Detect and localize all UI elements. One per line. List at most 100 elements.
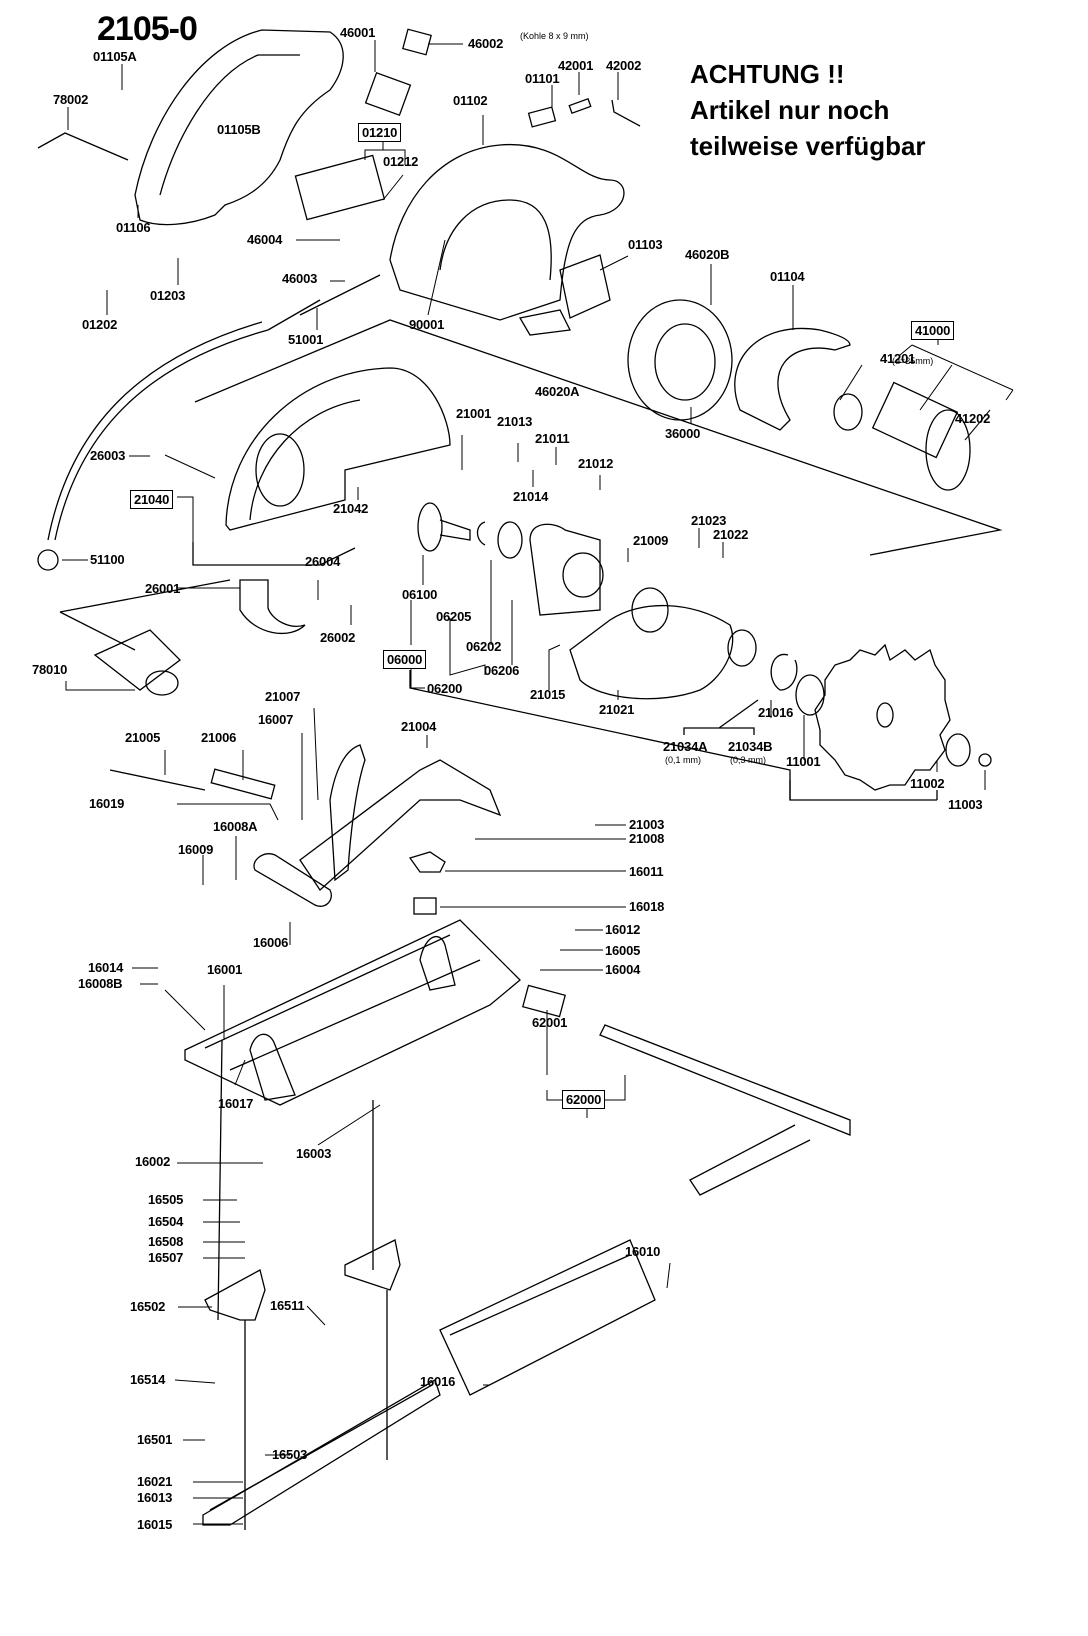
switch-drawing <box>364 71 412 117</box>
part-label-16012: 16012 <box>605 922 641 937</box>
part-label-21012: 21012 <box>578 456 614 471</box>
part-label-06100: 06100 <box>402 587 438 602</box>
link-arm-16006-drawing <box>253 853 332 907</box>
gear-flange-drawing <box>529 523 601 616</box>
part-label-16507: 16507 <box>148 1250 184 1265</box>
warning-line-1: ACHTUNG !! <box>690 59 845 89</box>
bracket-drawing <box>518 254 611 336</box>
part-label-51001: 51001 <box>288 332 324 347</box>
part-label-16018: 16018 <box>629 899 665 914</box>
part-label-51100: 51100 <box>90 552 125 567</box>
leader-21040 <box>177 496 194 542</box>
rail-support-line-left <box>217 1039 223 1321</box>
part-label-16005: 16005 <box>605 943 641 958</box>
part-label-21016: 21016 <box>758 705 794 720</box>
part-label-01102: 01102 <box>453 93 488 108</box>
leader-21015 <box>548 644 561 690</box>
stator-drawing <box>627 299 733 421</box>
gear-flange-hub-drawing <box>562 552 604 598</box>
part-label-21034A: 21034A <box>663 739 708 754</box>
leader-16003 <box>317 1104 381 1146</box>
guide-rail-inner-drawing <box>209 1384 433 1511</box>
leader-78010 <box>65 681 135 691</box>
part-label-16017: 16017 <box>218 1096 254 1111</box>
blade-guard-drawing <box>225 367 451 531</box>
part-label-21007: 21007 <box>265 689 301 704</box>
blade-arbor-hole-drawing <box>876 702 894 728</box>
part-label-16514: 16514 <box>130 1372 166 1387</box>
guide-rail-drawing <box>202 1379 441 1526</box>
part-label-01212: 01212 <box>383 154 419 169</box>
part-label-01106: 01106 <box>116 220 151 235</box>
part-label-26002: 26002 <box>320 630 356 645</box>
spacer-ring-drawing <box>727 629 757 667</box>
part-label-16508: 16508 <box>148 1234 184 1249</box>
part-label-16503: 16503 <box>272 1447 308 1462</box>
fence-slider-drawing <box>522 984 566 1018</box>
part-label-16013: 16013 <box>137 1490 173 1505</box>
part-label-16504: 16504 <box>148 1214 184 1229</box>
warning-line-3: teilweise verfügbar <box>690 131 926 161</box>
part-label-21015: 21015 <box>530 687 566 702</box>
armature-commutator-drawing <box>833 393 863 431</box>
depth-quadrant-drawing <box>329 744 366 882</box>
part-label-16019: 16019 <box>89 796 125 811</box>
part-label-16002: 16002 <box>135 1154 171 1169</box>
part-label-06202: 06202 <box>466 639 502 654</box>
part-label-16016: 16016 <box>420 1374 456 1389</box>
note-0-1mm: (0,1 mm) <box>665 755 701 765</box>
swing-arm-drawing <box>299 759 502 891</box>
bearing-drawing <box>497 521 523 559</box>
leader-41000 <box>899 335 1014 411</box>
part-label-11002: 11002 <box>910 776 945 791</box>
part-label-26001: 26001 <box>145 581 181 596</box>
gear-drawing <box>417 502 443 552</box>
part-label-16006: 16006 <box>253 935 289 950</box>
part-label-01103: 01103 <box>628 237 663 252</box>
inner-flange-drawing <box>795 674 825 716</box>
part-label-21013: 21013 <box>497 414 533 429</box>
note-kohle: (Kohle 8 x 9 mm) <box>520 31 589 41</box>
bracket-21034 <box>683 699 759 735</box>
part-label-01202: 01202 <box>82 317 118 332</box>
leader-90001 <box>427 239 446 316</box>
blade-bolt-drawing <box>978 753 992 767</box>
circlip-drawing <box>476 521 486 546</box>
part-label-16009: 16009 <box>178 842 214 857</box>
part-label-16010: 16010 <box>625 1244 661 1259</box>
motor-housing-drawing <box>389 143 625 321</box>
leader-01210 <box>364 139 406 165</box>
rip-fence-bar-drawing <box>599 1024 851 1136</box>
blade-circlip-drawing <box>770 653 798 691</box>
leader-06205 <box>449 618 486 676</box>
part-label-90001: 90001 <box>409 317 445 332</box>
part-label-21023: 21023 <box>691 513 727 528</box>
assembly-label-06000: 06000 <box>383 650 427 669</box>
part-label-21003: 21003 <box>629 817 665 832</box>
part-label-46004: 46004 <box>247 232 283 247</box>
leader-16511 <box>306 1305 326 1326</box>
sleeve-21006-drawing <box>210 768 276 800</box>
part-label-16505: 16505 <box>148 1192 184 1207</box>
part-label-11003: 11003 <box>948 797 983 812</box>
switch-housing-drawing <box>294 154 386 221</box>
part-label-78002: 78002 <box>53 92 89 107</box>
part-label-62001: 62001 <box>532 1015 568 1030</box>
power-cable-inner-drawing <box>47 321 263 541</box>
handle-housing-drawing <box>134 29 344 226</box>
part-label-36000: 36000 <box>665 426 701 441</box>
leader-16019 <box>177 803 279 821</box>
stator-inner-drawing <box>654 323 716 401</box>
part-label-01105B: 01105B <box>217 122 261 137</box>
cable-sleeve-drawing <box>267 274 381 331</box>
part-label-16015: 16015 <box>137 1517 173 1532</box>
part-label-16007: 16007 <box>258 712 294 727</box>
part-label-41201: 41201 <box>880 351 916 366</box>
part-label-46001: 46001 <box>340 25 376 40</box>
part-label-16008A: 16008A <box>213 819 258 834</box>
part-label-21034B: 21034B <box>728 739 773 754</box>
part-label-16021: 16021 <box>137 1474 173 1489</box>
outer-flange-drawing <box>945 733 971 767</box>
motor-cover-drawing <box>734 327 851 431</box>
part-label-16014: 16014 <box>88 960 124 975</box>
